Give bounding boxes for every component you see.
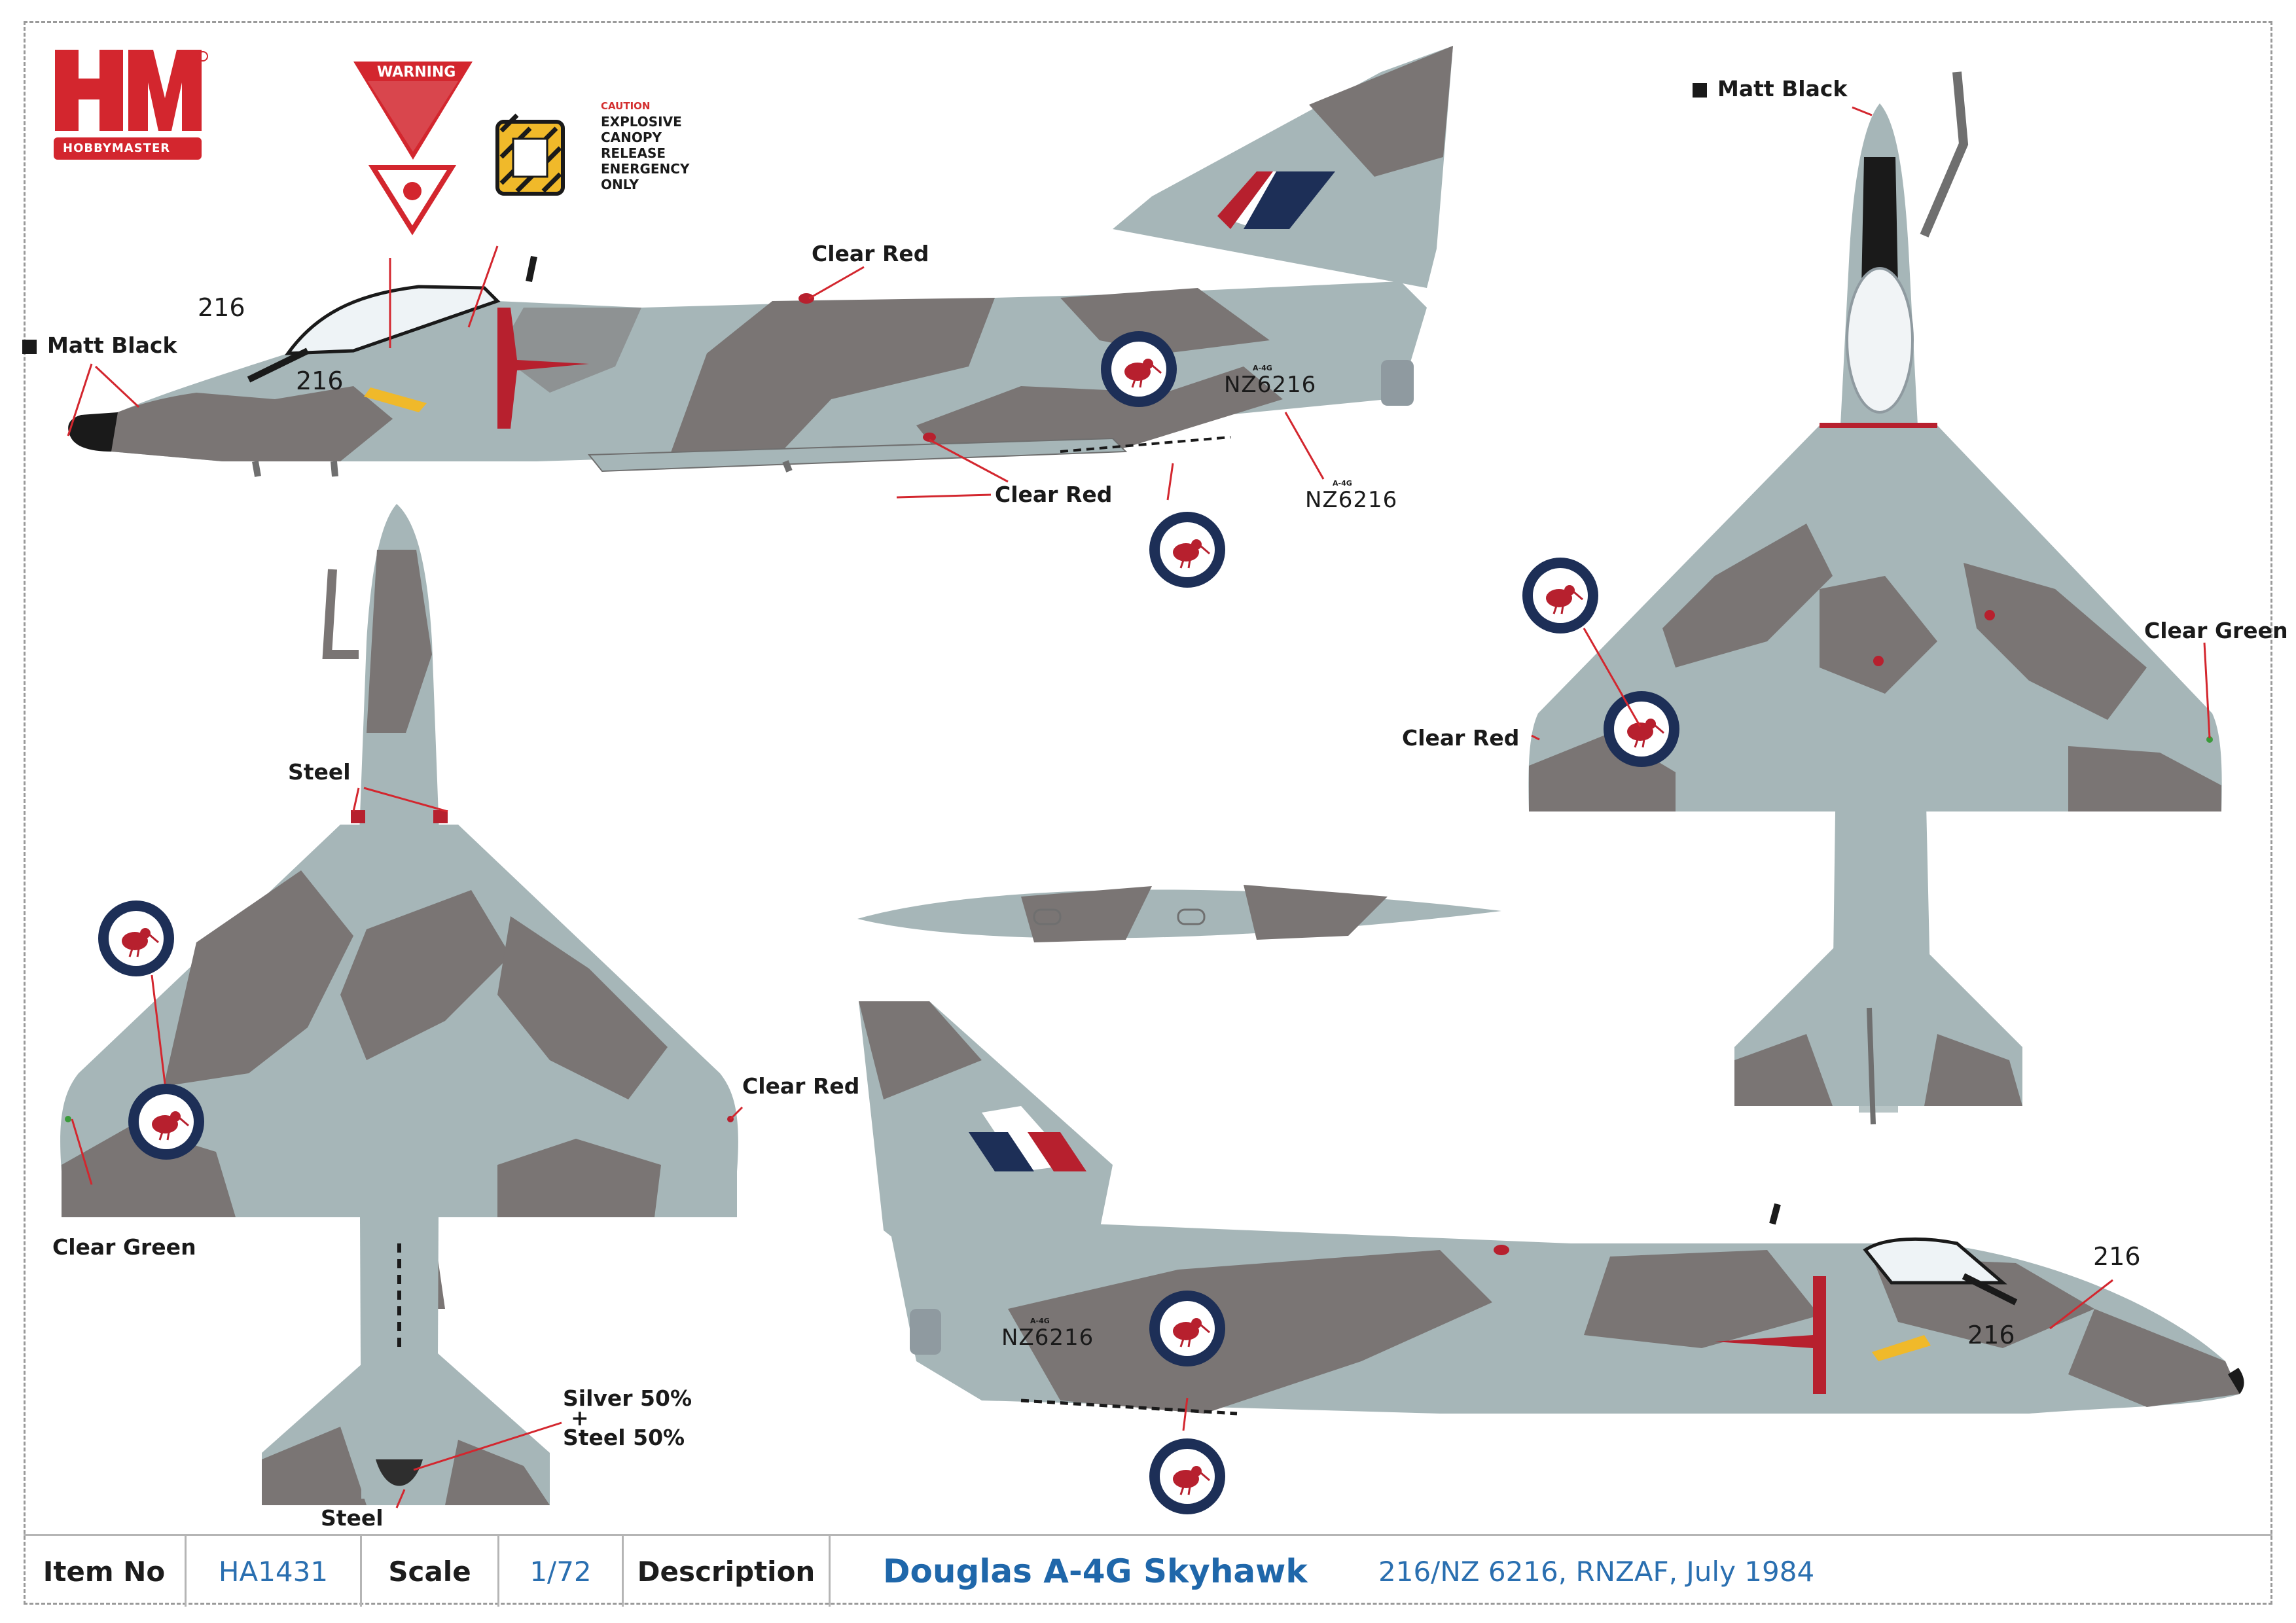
scale-value: 1/72 (497, 1536, 622, 1607)
label-clear-red-spine: Clear Red (812, 241, 929, 266)
caution-line: EXPLOSIVE (601, 114, 682, 130)
label-text: Matt Black (1717, 76, 1848, 101)
caution-line: RELEASE (601, 145, 666, 161)
caution-line: ENERGENCY (601, 161, 690, 177)
serial-prefix-lower: A-4G (1030, 1317, 1050, 1325)
label-matt-black-nose-plan: Matt Black (1693, 76, 1847, 101)
plan-view-lower (1528, 71, 2222, 1125)
roundel-wing-callout-icon (97, 899, 175, 978)
label-matt-black-nose: Matt Black (22, 332, 177, 358)
serial-prefix-callout: A-4G (1333, 479, 1352, 488)
serial-fuselage: NZ6216 (1224, 372, 1317, 398)
item-no-value: HA1431 (185, 1536, 360, 1607)
callout-lines (67, 106, 2211, 1508)
code-216-nose-lower: 216 (1967, 1321, 2015, 1349)
label-steel-50: Steel 50% (563, 1425, 685, 1450)
label-clear-red-tip: Clear Red (742, 1073, 860, 1099)
serial-prefix-fuselage: A-4G (1253, 364, 1272, 372)
label-clear-green-right: Clear Green (2144, 618, 2288, 643)
caution-line: ONLY (601, 177, 639, 192)
swatch-square-icon (22, 340, 37, 354)
plan-view-upper (60, 504, 738, 1505)
page-border (24, 21, 2272, 1605)
push-handle-decal-icon (495, 113, 565, 196)
serial-lower: NZ6216 (1001, 1325, 1094, 1351)
roundel-underwing-icon (1148, 510, 1227, 589)
code-216-nose: 216 (296, 366, 344, 395)
label-plus: + (571, 1405, 589, 1431)
caution-block: CAUTION EXPLOSIVE CANOPY RELEASE ENERGEN… (601, 98, 689, 192)
warning-title: WARNING (377, 64, 456, 80)
brand-name: HOBBYMASTER (63, 141, 171, 155)
side-view-top (68, 46, 1453, 477)
roundel-lower-callout-icon (1521, 556, 1600, 635)
label-steel-intakes: Steel (288, 759, 351, 785)
caution-line: CANOPY (601, 130, 662, 145)
code-216-callout-lower: 216 (2093, 1242, 2141, 1271)
roundel-side-callout-icon (1148, 1437, 1227, 1516)
label-clear-red-belly: Clear Red (995, 482, 1113, 507)
label-clear-red-left: Clear Red (1402, 725, 1520, 751)
label-silver: Silver 50% (563, 1385, 692, 1411)
label-steel-exhaust: Steel (321, 1505, 384, 1531)
hobbymaster-logo (54, 50, 208, 160)
code-216-upper: 216 (198, 293, 245, 322)
side-view-bottom (859, 1001, 2244, 1416)
warning-triangle-icon (353, 62, 473, 236)
serial-callout: NZ6216 (1305, 487, 1398, 513)
label-text: Matt Black (47, 332, 177, 358)
scale-label: Scale (360, 1536, 497, 1607)
caution-title: CAUTION (601, 100, 651, 112)
drop-tank-view (857, 885, 1501, 942)
model-details: 216/NZ 6216, RNZAF, July 1984 (1378, 1555, 1815, 1588)
label-clear-green-tip: Clear Green (52, 1234, 196, 1260)
description-label: Description (622, 1536, 829, 1607)
item-no-label: Item No (43, 1555, 166, 1588)
label-silver-mix: Silver 50% + Steel 50% (563, 1385, 692, 1450)
model-name: Douglas A-4G Skyhawk (829, 1536, 1378, 1607)
info-bar: Item No HA1431 Scale 1/72 Description Do… (24, 1534, 2272, 1607)
swatch-square-icon (1693, 83, 1707, 98)
